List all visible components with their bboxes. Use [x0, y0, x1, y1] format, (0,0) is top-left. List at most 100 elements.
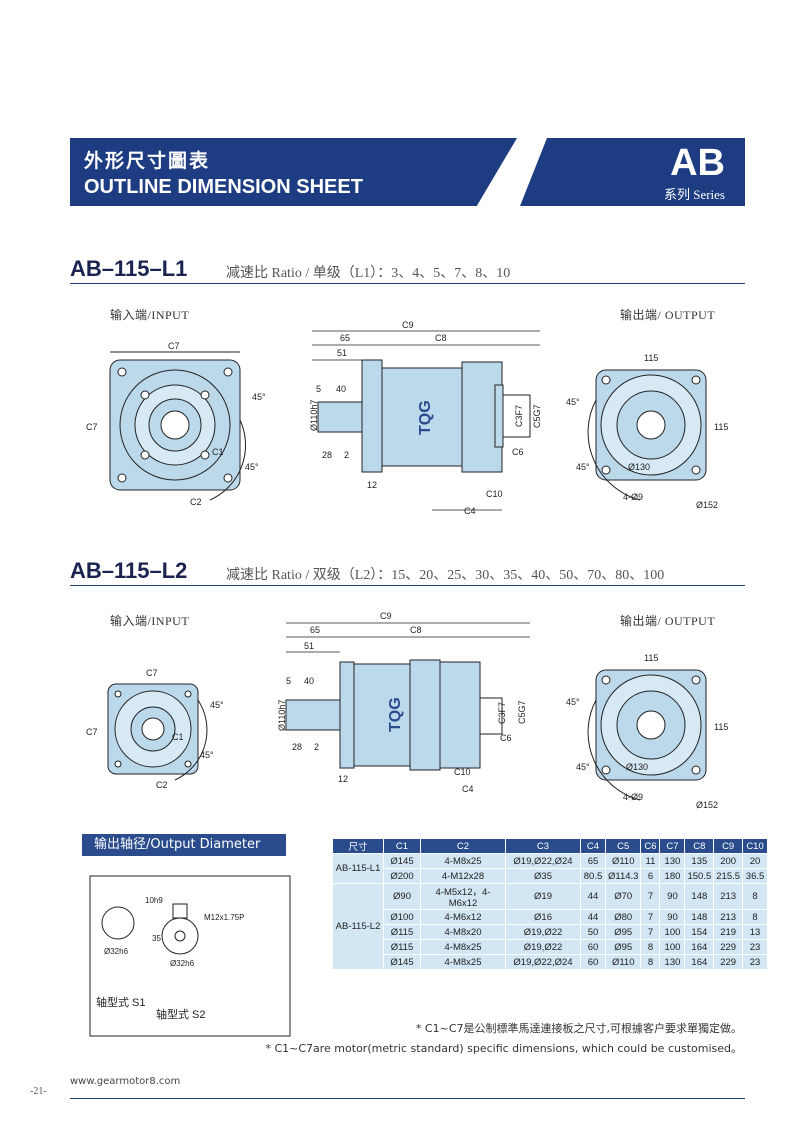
note-en: * C1~C7are motor(metric standard) specif…: [265, 1042, 742, 1055]
shaft-type-s2: 轴型式 S2: [156, 1007, 206, 1021]
table-cell: 148: [684, 909, 715, 925]
section2-title: AB–115–L2: [70, 558, 188, 583]
dim-c3f7: C3F7: [514, 405, 524, 427]
table-cell: 4-M12x28: [420, 868, 506, 884]
model-cell: AB-115-L1: [332, 853, 384, 884]
dim-c7-top: C7: [168, 341, 180, 351]
section1-input-label: 输入端/INPUT: [110, 308, 190, 322]
dim-45-b: 45°: [245, 462, 259, 472]
table-cell: Ø19,Ø22,Ø24: [505, 954, 581, 970]
table-cell: 219: [713, 924, 744, 940]
table-cell: 7: [640, 924, 661, 940]
table-cell: 44: [580, 883, 606, 910]
table-cell: 13: [742, 924, 769, 940]
table-cell: 23: [742, 954, 769, 970]
table-cell: 60: [580, 954, 606, 970]
section2-output-label: 输出端/ OUTPUT: [620, 614, 716, 628]
table-cell: 65: [580, 853, 606, 869]
page-number: -21-: [30, 1086, 47, 1097]
table-cell: 200: [713, 853, 744, 869]
dim-d152-2: Ø152: [696, 800, 718, 810]
dim-45-a: 45°: [252, 392, 266, 402]
table-cell: 50: [580, 924, 606, 940]
table-cell: 7: [640, 883, 661, 910]
dim-115-top: 115: [644, 353, 658, 363]
dim-c8-2: C8: [410, 625, 422, 635]
footer-line: [70, 1098, 745, 1099]
spec-header-cell: C7: [659, 838, 686, 854]
table-cell: Ø114.3: [604, 868, 642, 884]
table-cell: Ø19,Ø22,Ø24: [505, 853, 581, 869]
table-cell: 213: [713, 883, 744, 910]
input-flange-drawing-1: [109, 351, 247, 501]
output-diameter-heading: 输出轴径/Output Diameter: [82, 834, 286, 856]
dim-28-2: 28: [292, 742, 302, 752]
dim-c9-2: C9: [380, 611, 392, 621]
dim-c1-2: C1: [172, 732, 184, 742]
section2-divider: [70, 585, 745, 586]
table-cell: Ø70: [604, 883, 642, 910]
dim-2-2: 2: [314, 742, 319, 752]
od-dim-m12: M12x1.75P: [204, 913, 244, 922]
table-cell: 164: [684, 939, 715, 955]
dim-4-d9-2: 4-Ø9: [623, 792, 643, 802]
dim-c4-2: C4: [462, 784, 474, 794]
dim-12: 12: [367, 480, 377, 490]
table-cell: Ø100: [383, 909, 421, 925]
table-cell: 150.5: [684, 868, 715, 884]
table-cell: Ø110: [604, 954, 642, 970]
table-cell: Ø145: [383, 853, 421, 869]
spec-header-cell: 尺寸: [332, 838, 384, 854]
table-cell: Ø95: [604, 939, 642, 955]
table-cell: 215.5: [713, 868, 744, 884]
dim-5: 5: [316, 384, 321, 394]
table-cell: 4-M8x25: [420, 954, 506, 970]
dim-d130-2: Ø130: [626, 762, 648, 772]
dim-115-side: 115: [714, 422, 728, 432]
spec-header-cell: C6: [640, 838, 661, 854]
dim-115-top-2: 115: [644, 653, 658, 663]
dim-51: 51: [337, 348, 347, 358]
table-cell: 8: [742, 909, 769, 925]
dim-d110: Ø110h7: [309, 400, 319, 431]
dim-c7-side-2: C7: [86, 727, 98, 737]
table-cell: Ø115: [383, 939, 421, 955]
title-en: OUTLINE DIMENSION SHEET: [84, 176, 363, 198]
spec-header-cell: C1: [383, 838, 421, 854]
dim-d152: Ø152: [696, 500, 718, 510]
dim-40-2: 40: [304, 676, 314, 686]
side-view-drawing-1: [317, 359, 531, 473]
dim-4-d9: 4-Ø9: [623, 492, 643, 502]
dim-5-2: 5: [286, 676, 291, 686]
table-cell: Ø110: [604, 853, 642, 869]
dim-45-out-d: 45°: [576, 762, 590, 772]
section2-input-label: 输入端/INPUT: [110, 614, 190, 628]
dim-45-c: 45°: [210, 700, 224, 710]
section1-title: AB–115–L1: [70, 256, 188, 281]
table-cell: 36.5: [742, 868, 769, 884]
dim-d130: Ø130: [628, 462, 650, 472]
title-cn: 外形尺寸圖表: [84, 150, 211, 172]
table-cell: 80.5: [580, 868, 606, 884]
spec-header-cell: C3: [505, 838, 581, 854]
table-cell: 8: [742, 883, 769, 910]
dim-12-2: 12: [338, 774, 348, 784]
dim-c4: C4: [464, 506, 476, 516]
table-cell: 130: [659, 853, 686, 869]
dim-c10-2: C10: [454, 767, 471, 777]
table-cell: 135: [684, 853, 715, 869]
model-cell: AB-115-L2: [332, 883, 384, 970]
table-cell: 154: [684, 924, 715, 940]
table-cell: 44: [580, 909, 606, 925]
table-cell: 100: [659, 924, 686, 940]
dim-c5g7: C5G7: [532, 404, 542, 428]
table-cell: 90: [659, 909, 686, 925]
footer-website: www.gearmotor8.com: [70, 1076, 181, 1087]
